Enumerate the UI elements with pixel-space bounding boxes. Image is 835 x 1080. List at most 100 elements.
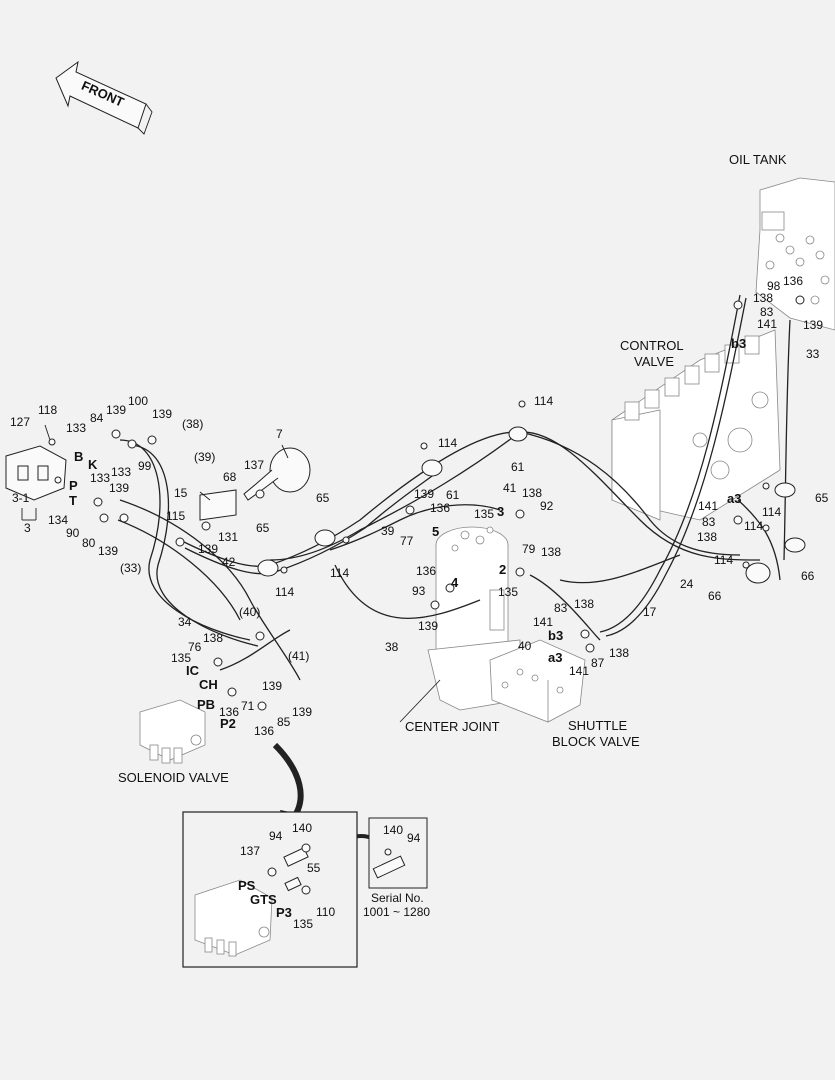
shuttle-block-valve	[489, 639, 586, 723]
part-number: 71	[241, 699, 255, 713]
part-number: 79	[522, 542, 536, 556]
part-number: 141	[533, 615, 553, 629]
port-label: GTS	[250, 892, 277, 907]
port-label: 3	[497, 504, 504, 519]
part-number: 141	[698, 499, 718, 513]
port-labels: B K P T IC CH PB P2 5 3 2 4 b3 a3 b3 a3 …	[69, 336, 746, 920]
detail-arrow	[272, 742, 304, 825]
part-number: 136	[416, 564, 436, 578]
part-number: 34	[178, 615, 192, 629]
part-number: 100	[128, 394, 148, 408]
part-number: 99	[138, 459, 152, 473]
port-label: a3	[548, 650, 562, 665]
part-number: 65	[815, 491, 829, 505]
part-number: 110	[316, 905, 335, 919]
center-joint-label: CENTER JOINT	[405, 719, 500, 734]
part-number: 87	[591, 656, 605, 670]
part-number: 90	[66, 526, 80, 540]
part-number: 114	[534, 394, 553, 408]
oil-tank	[755, 177, 835, 331]
part-number: 65	[256, 521, 270, 535]
part-number: 135	[498, 585, 518, 599]
part-number: 114	[762, 505, 781, 519]
part-number: 66	[708, 589, 722, 603]
part-number: 138	[574, 597, 594, 611]
captions: OIL TANK CONTROL VALVE CENTER JOINT SHUT…	[118, 152, 787, 919]
port-label: a3	[727, 491, 741, 506]
port-label: IC	[186, 663, 200, 678]
part-number: 139	[803, 318, 823, 332]
bracket	[199, 489, 237, 521]
part-number: 93	[412, 584, 426, 598]
port-label: P	[69, 478, 78, 493]
part-number: 133	[111, 465, 131, 479]
pressure-switch-block	[5, 445, 67, 501]
serial-inset	[368, 817, 428, 889]
port-label: 4	[451, 575, 459, 590]
solenoid-valve	[139, 699, 206, 764]
part-number: 94	[407, 831, 421, 845]
part-number: 65	[316, 491, 330, 505]
part-number: 139	[292, 705, 312, 719]
part-number: 115	[166, 509, 185, 523]
oil-tank-label: OIL TANK	[729, 152, 787, 167]
front-arrow: FRONT	[55, 60, 153, 135]
part-number: 136	[254, 724, 274, 738]
part-number: (40)	[239, 605, 260, 619]
part-number: 138	[753, 291, 773, 305]
part-number: 131	[218, 530, 238, 544]
port-label: b3	[731, 336, 746, 351]
port-label: P2	[220, 716, 236, 731]
part-number: 66	[801, 569, 815, 583]
part-number: 68	[223, 470, 237, 484]
port-label: T	[69, 493, 77, 508]
port-label: P3	[276, 905, 292, 920]
part-number: 136	[430, 501, 450, 515]
part-number: 15	[174, 486, 188, 500]
control-valve	[611, 329, 781, 521]
part-number: 38	[385, 640, 399, 654]
part-number: 85	[277, 715, 291, 729]
part-number: 84	[90, 411, 104, 425]
part-number: 138	[522, 486, 542, 500]
part-number: 80	[82, 536, 96, 550]
part-number: 83	[702, 515, 716, 529]
part-number: 3-1	[12, 491, 30, 505]
part-number: 139	[414, 487, 434, 501]
part-number: 39	[381, 524, 395, 538]
control-valve-label-2: VALVE	[634, 354, 674, 369]
part-number: 17	[643, 605, 657, 619]
part-number: 137	[244, 458, 264, 472]
part-number: 114	[330, 566, 349, 580]
control-valve-label-1: CONTROL	[620, 338, 684, 353]
port-label: PS	[238, 878, 256, 893]
part-number: 61	[446, 488, 460, 502]
part-number: 133	[66, 421, 86, 435]
detail-inset	[182, 811, 358, 968]
part-number: (39)	[194, 450, 215, 464]
part-number: 135	[293, 917, 313, 931]
part-number: 33	[806, 347, 820, 361]
part-number: 135	[474, 507, 494, 521]
part-number: 77	[400, 534, 414, 548]
part-number: (41)	[288, 649, 309, 663]
accumulator	[243, 447, 311, 501]
part-number: 140	[292, 821, 312, 835]
part-number: 139	[418, 619, 438, 633]
part-number: 24	[680, 577, 694, 591]
part-number: 138	[541, 545, 561, 559]
part-number: 40	[518, 639, 532, 653]
part-number: 139	[98, 544, 118, 558]
part-number: 138	[609, 646, 629, 660]
part-number: 138	[697, 530, 717, 544]
part-number: 139	[198, 542, 218, 556]
part-number: 136	[783, 274, 803, 288]
part-number: 127	[10, 415, 30, 429]
part-number: 139	[106, 403, 126, 417]
port-label: b3	[548, 628, 563, 643]
part-number: 98	[767, 279, 781, 293]
shuttle-label-2: BLOCK VALVE	[552, 734, 640, 749]
part-number: 141	[757, 317, 777, 331]
